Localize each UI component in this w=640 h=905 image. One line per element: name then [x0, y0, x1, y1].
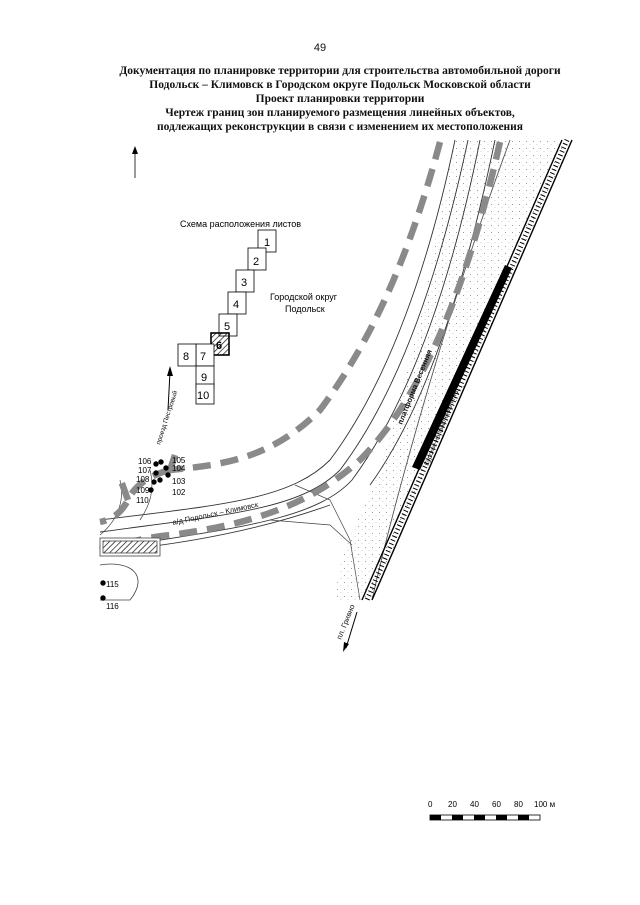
point-label: 108 [136, 475, 150, 484]
scale-tick: 60 [492, 800, 501, 809]
lane-label: проезд Пестровый [154, 389, 179, 445]
point-label: 105 [172, 456, 186, 465]
point-label: 103 [172, 477, 186, 486]
north-arrow-icon [132, 146, 138, 178]
scale-tick: 20 [448, 800, 457, 809]
point-label: 104 [172, 464, 186, 473]
road-lines [99, 139, 511, 601]
station-label: пл. Гривно [335, 603, 357, 641]
platform-structure [412, 265, 512, 470]
zone-boundary [99, 141, 504, 554]
title-line-1: Документация по планировке территории дл… [119, 65, 561, 77]
current-sheet-number: 6 [216, 340, 222, 352]
scale-tick: 0 [428, 800, 433, 809]
terrain-band [335, 140, 572, 600]
lane-arrow-icon [167, 366, 173, 411]
point-label: 110 [136, 496, 149, 505]
station-arrow-icon [343, 611, 358, 652]
scale-tick: 80 [514, 800, 523, 809]
sheet-number: 10 [197, 390, 209, 402]
sheet-number: 5 [224, 321, 230, 333]
point-markers [100, 459, 171, 601]
sheet-layout-inset [177, 229, 277, 405]
buildings [99, 537, 161, 601]
sheet-number: 1 [264, 237, 270, 249]
sheet-number: 4 [233, 299, 239, 311]
sheet-box [195, 383, 215, 405]
scale-tick: 100 м [534, 800, 555, 809]
title-line-2: Подольск – Климовск в Городском округе П… [149, 79, 531, 91]
point-label: 109 [136, 486, 150, 495]
point-label: 115 [106, 580, 119, 589]
sheet-box [247, 247, 267, 271]
region-label-line2: Подольск [285, 304, 325, 314]
page-number: 49 [313, 42, 327, 54]
inset-title: Схема расположения листов [180, 219, 301, 229]
point-label: 102 [172, 488, 186, 497]
point-label: 116 [106, 602, 119, 611]
sheet-number: 7 [200, 351, 206, 363]
sheet-box [177, 343, 197, 367]
title-line-3: Проект планировки территории [255, 93, 425, 105]
sheet-number: 8 [183, 351, 189, 363]
sheet-number: 2 [253, 256, 259, 268]
point-label: 107 [138, 466, 152, 475]
scale-bar [429, 814, 541, 821]
sheet-number: 9 [201, 372, 207, 384]
title-line-5: подлежащих реконструкции в связи с измен… [156, 121, 524, 133]
region-label-line1: Городской округ [270, 292, 338, 302]
title-line-4: Чертеж границ зон планируемого размещени… [165, 107, 515, 119]
point-label: 106 [138, 457, 152, 466]
scale-tick: 40 [470, 800, 479, 809]
sheet-number: 3 [241, 277, 247, 289]
sheet-box [257, 229, 277, 253]
